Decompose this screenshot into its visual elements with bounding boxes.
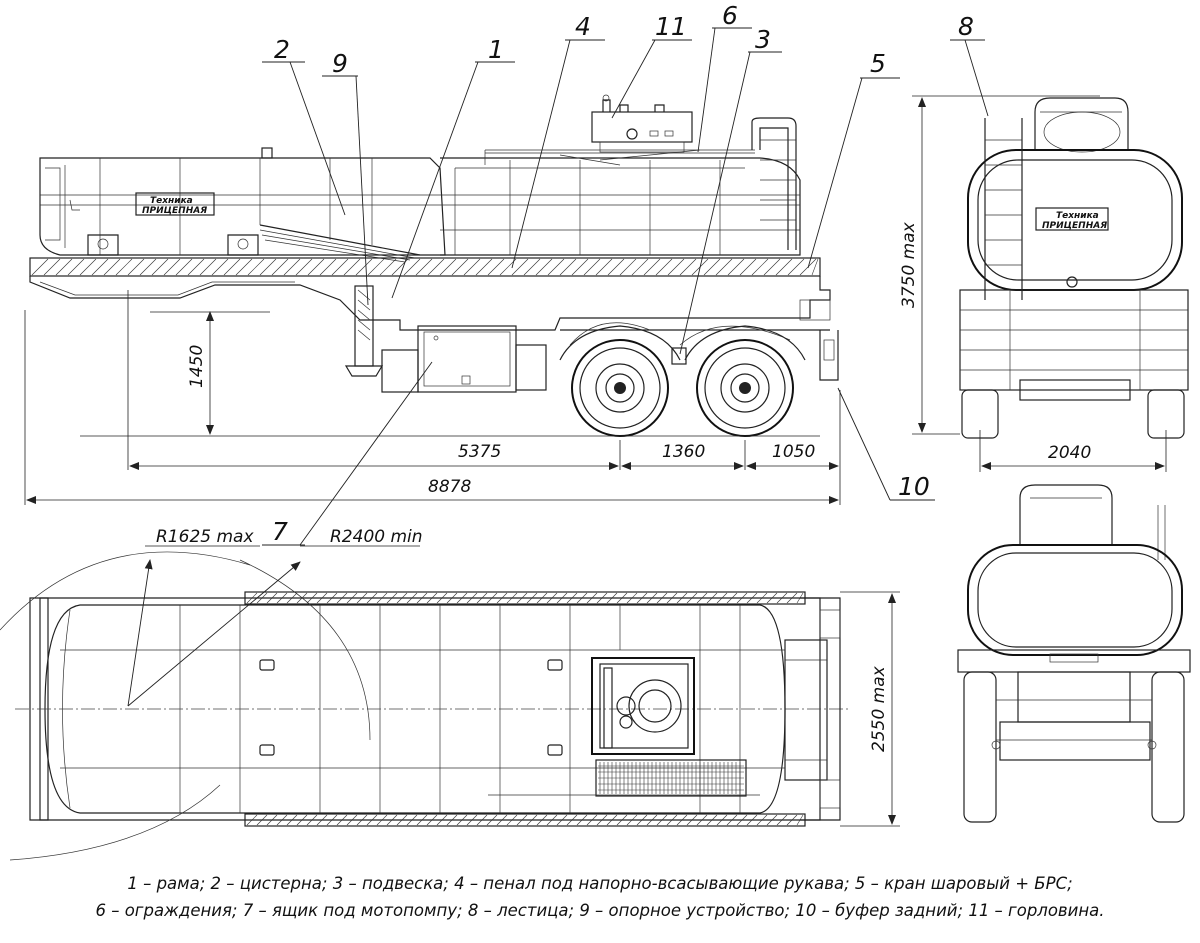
dim-5375: 5375 bbox=[458, 442, 501, 462]
dim-2550: 2550 max bbox=[869, 665, 889, 752]
front-logo-line2: ПРИЦЕПНАЯ bbox=[1042, 221, 1107, 231]
dim-coupling-height: 1450 bbox=[187, 345, 207, 388]
callout-7: 7 bbox=[272, 517, 288, 546]
dim-1050: 1050 bbox=[772, 442, 815, 462]
dim-1360: 1360 bbox=[662, 442, 705, 462]
callout-1: 1 bbox=[488, 35, 504, 64]
side-logo-line2: ПРИЦЕПНАЯ bbox=[142, 206, 207, 216]
side-dimensions: 1450 5375 1360 1050 8878 bbox=[24, 290, 841, 505]
front-view: Техника ПРИЦЕПНАЯ 3750 max 2040 bbox=[899, 95, 1189, 472]
legend-line-2: 6 – ограждения; 7 – ящик под мотопомпу; … bbox=[95, 901, 1105, 920]
callout-10: 10 bbox=[898, 472, 930, 501]
dim-r1625: R1625 max bbox=[156, 527, 254, 547]
callout-11: 11 bbox=[655, 12, 687, 41]
legend-line-1: 1 – рама; 2 – цистерна; 3 – подвеска; 4 … bbox=[127, 874, 1073, 893]
callouts: 2 9 1 4 11 6 3 5 8 10 7 bbox=[262, 1, 989, 546]
dim-8878: 8878 bbox=[428, 477, 471, 497]
callout-3: 3 bbox=[755, 25, 771, 54]
callout-6: 6 bbox=[722, 1, 738, 30]
dim-3750: 3750 max bbox=[899, 221, 919, 308]
callout-9: 9 bbox=[332, 49, 348, 78]
callout-4: 4 bbox=[575, 12, 591, 41]
front-logo-line1: Техника bbox=[1056, 211, 1099, 221]
callout-2: 2 bbox=[274, 35, 290, 64]
side-logo-line1: Техника bbox=[150, 196, 193, 206]
callout-8: 8 bbox=[958, 12, 974, 41]
callout-5: 5 bbox=[870, 49, 886, 78]
dim-r2400: R2400 min bbox=[330, 527, 423, 547]
top-view: R1625 max R2400 min 2550 max bbox=[0, 527, 900, 861]
dim-2040: 2040 bbox=[1048, 443, 1091, 463]
rear-view bbox=[957, 484, 1191, 823]
side-view: Техника ПРИЦЕПНАЯ bbox=[29, 94, 839, 437]
